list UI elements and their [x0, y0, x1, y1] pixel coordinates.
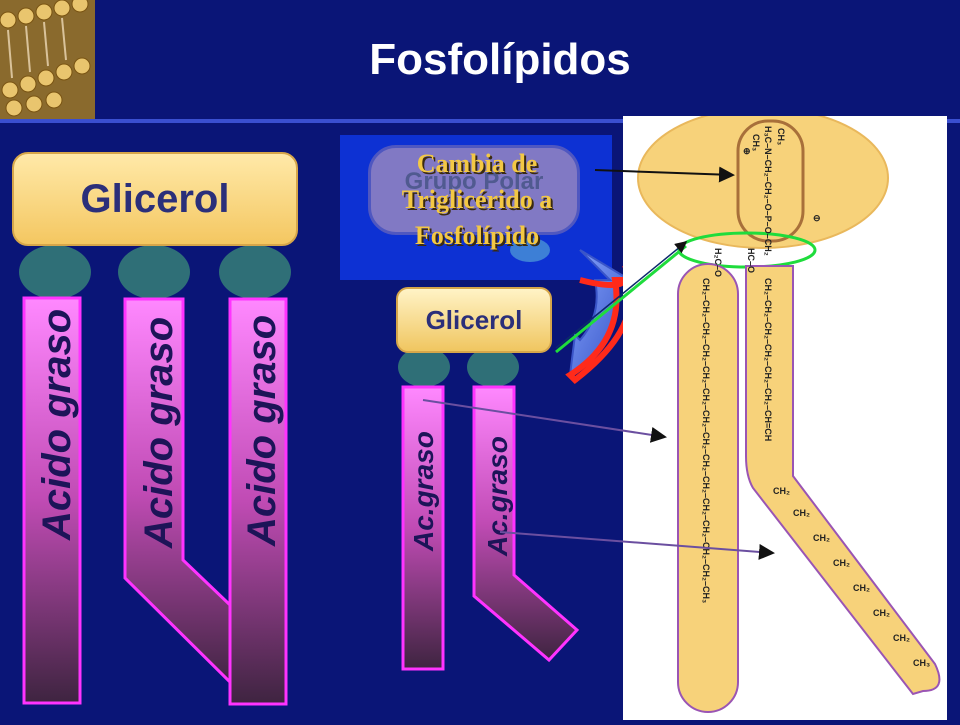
- fatty-acid-bar-1: [22, 296, 82, 705]
- polar-group-label: Grupo Polar: [404, 168, 544, 195]
- chain-2-lower-formula-5: CH₂: [853, 583, 870, 593]
- glycerol-formula-2: HC–O: [746, 248, 756, 273]
- small-fatty-acid-bar-2: [472, 385, 580, 663]
- chain-2-lower-formula-3: CH₂: [813, 533, 830, 543]
- head-blob-2: [118, 245, 190, 299]
- chain-2-lower-formula-8: CH₃: [913, 658, 930, 668]
- minus-sign: ⊖: [813, 213, 821, 223]
- callout-text: Cambia de Triglicérido a Fosfolípido: [360, 146, 594, 254]
- small-head-blob-2: [467, 347, 519, 387]
- chain-2-lower-formula-4: CH₂: [833, 558, 850, 568]
- plus-sign: ⊕: [743, 146, 751, 156]
- callout-line-2: Triglicérido a: [401, 185, 553, 214]
- small-fatty-acid-label-1: Ac.graso: [408, 431, 439, 551]
- title-divider: [0, 119, 960, 123]
- callout-blob-icon: [510, 238, 550, 262]
- small-fatty-acid-label-2: Ac.graso: [482, 436, 513, 556]
- polar-head-inner-outline: [736, 119, 805, 243]
- polar-head-oval: [637, 107, 889, 249]
- chain-1-formula: CH₂–CH₂–CH₂–CH₂–CH₂–CH₂–CH₂–CH₂–CH₂–CH₂–…: [701, 278, 711, 603]
- tail-2: [745, 265, 941, 696]
- membrane-thumbnail-image: [0, 0, 95, 120]
- slide-title: Fosfolípidos: [369, 35, 631, 84]
- head-blob-3: [219, 245, 291, 299]
- head-formula-3: CH₃: [751, 134, 761, 151]
- head-formula-2: H₃C–N–CH₂–CH₂–O–P–O–CH₂: [763, 126, 773, 256]
- head-formula-1: CH₃: [776, 128, 786, 145]
- glycerol-block-large: Glicerol: [12, 152, 298, 246]
- chain-2-lower-formula-6: CH₂: [873, 608, 890, 618]
- phospholipid-structure-panel: CH₃ H₃C–N–CH₂–CH₂–O–P–O–CH₂ CH₃ ⊕ ⊖ H₂C–…: [623, 107, 947, 720]
- fatty-acid-bar-3: [228, 297, 288, 706]
- phospholipid-structure-svg: CH₃ H₃C–N–CH₂–CH₂–O–P–O–CH₂ CH₃ ⊕ ⊖ H₂C–…: [637, 107, 941, 713]
- callout-line-3: Fosfolípido: [414, 221, 540, 250]
- chain-2-lower-formula-7: CH₂: [893, 633, 910, 643]
- tail-1: [677, 263, 739, 713]
- callout-line-1: Cambia de: [416, 149, 538, 178]
- chain-2-lower-formula-2: CH₂: [793, 508, 810, 518]
- fatty-acid-label-3: Acido graso: [240, 314, 284, 546]
- small-head-blob-1: [398, 347, 450, 387]
- fatty-acid-label-2: Acido graso: [137, 316, 181, 548]
- chain-2-lower-formula-1: CH₂: [773, 486, 790, 496]
- glycerol-block-small: Glicerol: [396, 287, 552, 353]
- chain-2-upper-formula: CH₂–CH₂–CH₂–CH₂–CH₂–CH₂–CH=CH: [763, 278, 773, 441]
- fatty-acid-label-1: Acido graso: [35, 308, 79, 540]
- glycerol-formula-1: H₂C–O: [713, 248, 723, 277]
- head-blob-1: [19, 245, 91, 299]
- polar-group-pill: [368, 145, 580, 235]
